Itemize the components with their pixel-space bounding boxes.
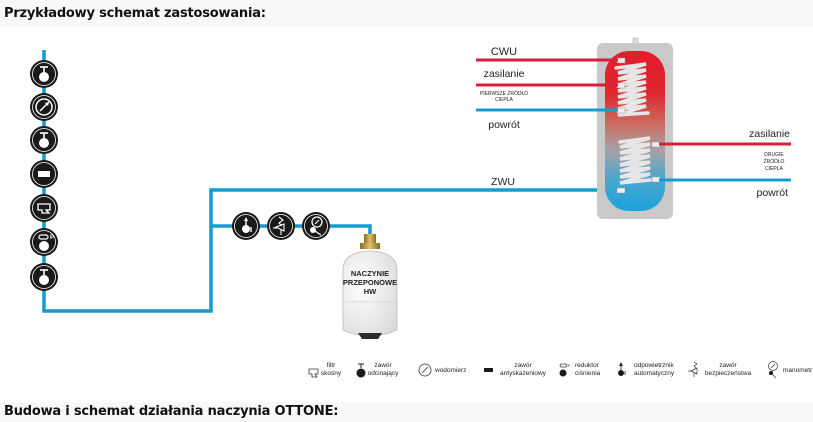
label-return-first: powrót: [488, 119, 520, 131]
section-heading-example-schema: Przykładowy schemat zastosowania:: [4, 6, 266, 21]
label-second-source-3: CIEPŁA: [765, 166, 783, 172]
automatic-air-vent-icon: [232, 212, 260, 240]
legend: filtr skośny zawór odcinający wodomierz …: [308, 361, 813, 379]
pipe-network: [42, 50, 620, 313]
shutoff-valve-icon: [30, 126, 58, 154]
expansion-vessel: NACZYNIE PRZEPONOWE HW: [342, 234, 398, 339]
installation-diagram: P: [30, 37, 813, 379]
main-supply-pipe: [42, 50, 620, 313]
shutoff-valve-icon: [30, 60, 58, 88]
legend-label: zawór: [374, 362, 392, 369]
legend-item-automatic-air-vent: odpowietrznik automatyczny: [618, 362, 675, 377]
anti-pollution-valve-icon: [30, 160, 58, 188]
safety-valve-icon: [688, 361, 698, 377]
legend-label: odcinający: [368, 370, 399, 377]
pressure-reducer-icon: P: [30, 228, 58, 256]
label-supply-first: zasilanie: [484, 68, 525, 80]
legend-item-manometer: manometr: [768, 361, 813, 379]
anti-pollution-valve-icon: [484, 368, 493, 372]
shutoff-valve-icon: [30, 263, 58, 291]
pressure-reducer-icon: P: [559, 363, 571, 377]
legend-item-angled-filter: filtr skośny: [308, 362, 342, 378]
legend-label: zawór: [719, 362, 737, 369]
legend-label: automatyczny: [634, 370, 675, 377]
legend-label: zawór: [514, 362, 532, 369]
upper-heat-coil: [614, 62, 650, 117]
vessel-connector: [364, 234, 376, 244]
label-return-second: powrót: [756, 187, 788, 199]
hot-water-tank: [597, 37, 673, 219]
shutoff-valve-icon: [356, 363, 366, 378]
vessel-label-line3: HW: [364, 287, 377, 296]
manometer-icon: [768, 361, 778, 379]
svg-text:P: P: [50, 235, 54, 241]
water-meter-icon: [418, 363, 432, 377]
legend-label: manometr: [783, 367, 813, 374]
legend-item-anti-pollution-valve: zawór antyskażeniowy: [484, 362, 547, 377]
label-first-source-1: PIERWSZE ŹRÓDŁO: [480, 90, 528, 97]
label-supply-second: zasilanie: [749, 128, 790, 140]
label-cwu: CWU: [491, 46, 517, 58]
tank-labels-left: CWU zasilanie PIERWSZE ŹRÓDŁO CIEPŁA pow…: [480, 46, 528, 188]
label-second-source-2: ŹRÓDŁO: [764, 158, 785, 165]
vessel-label-line1: NACZYNIE: [351, 269, 389, 278]
section-heading-construction: Budowa i schemat działania naczynia OTTO…: [4, 404, 339, 419]
legend-item-safety-valve: zawór bezpieczeństwa: [688, 361, 752, 377]
lower-heat-coil: [618, 136, 652, 185]
legend-label: antyskażeniowy: [500, 370, 547, 377]
left-column-fittings: P: [30, 60, 58, 291]
legend-label: wodomierz: [434, 367, 466, 374]
angled-filter-icon: [30, 194, 58, 222]
safety-valve-icon: [267, 212, 295, 240]
legend-label: skośny: [321, 370, 342, 377]
svg-text:P: P: [568, 364, 571, 368]
water-meter-icon: [30, 93, 58, 121]
automatic-air-vent-icon: [618, 362, 626, 376]
legend-label: bezpieczeństwa: [705, 370, 752, 377]
label-zwu: ZWU: [491, 176, 515, 188]
legend-label: filtr: [327, 362, 337, 369]
legend-item-water-meter: wodomierz: [418, 363, 466, 377]
angled-filter-icon: [308, 368, 319, 378]
vessel-label-line2: PRZEPONOWE: [343, 278, 397, 287]
label-second-source-1: DRUGIE: [764, 152, 784, 158]
legend-item-shutoff-valve: zawór odcinający: [356, 362, 399, 378]
tank-pipes: [476, 58, 791, 182]
branch-pipe: [211, 224, 372, 236]
legend-label: reduktor: [575, 362, 600, 369]
branch-fittings: [232, 212, 330, 240]
schema-panel: P: [0, 27, 813, 402]
legend-label: ciśnienia: [575, 370, 601, 377]
legend-label: odpowietrznik: [634, 362, 674, 369]
tank-labels-right: zasilanie DRUGIE ŹRÓDŁO CIEPŁA powrót: [749, 128, 790, 199]
legend-item-pressure-reducer: P reduktor ciśnienia: [559, 362, 601, 377]
manometer-icon: [302, 212, 330, 240]
label-first-source-2: CIEPŁA: [495, 97, 513, 103]
